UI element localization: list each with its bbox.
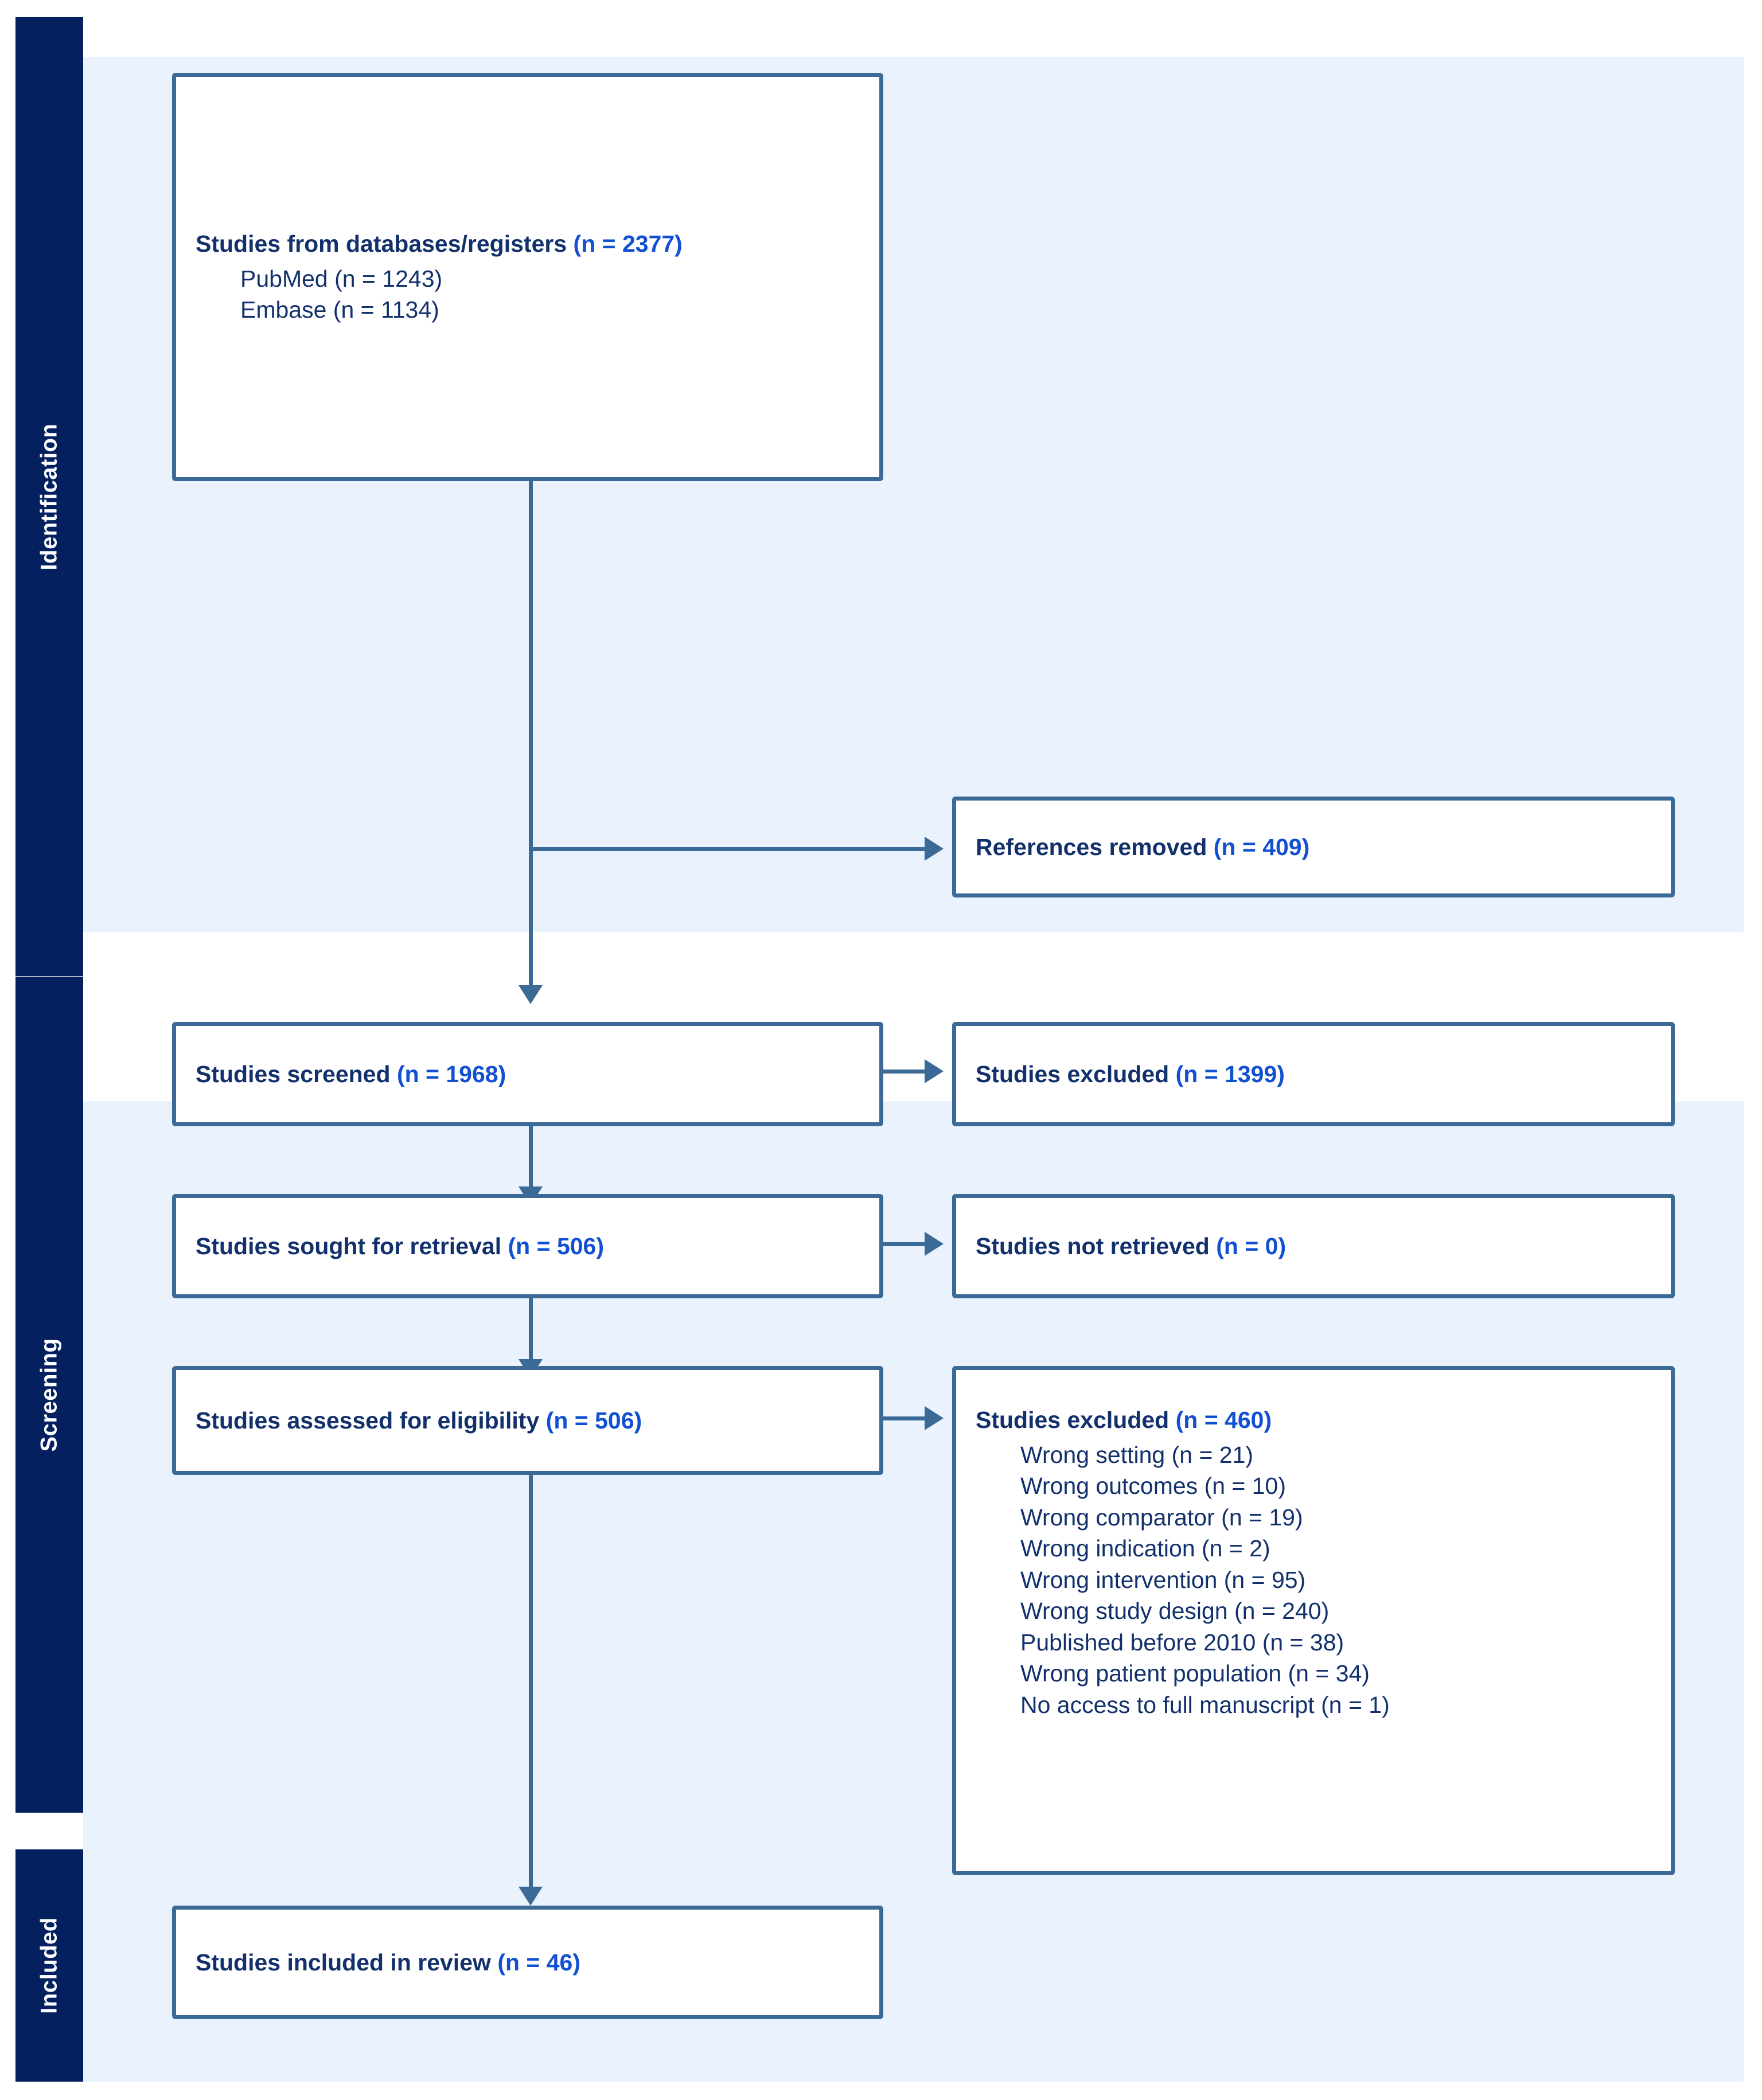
reason-published-before-2010: Published before 2010 (n = 38) (1020, 1629, 1344, 1656)
arrowhead-to-references-removed (925, 837, 944, 861)
arrowhead-to-studies-screened (519, 985, 543, 1004)
studies-screened-title: Studies screened (n = 1968) (196, 1059, 860, 1090)
references-removed-count: (n = 409) (1213, 833, 1310, 860)
sidebar-stage-screening: Screening (15, 977, 83, 1813)
reason-wrong-setting: Wrong setting (n = 21) (1020, 1441, 1254, 1468)
studies-excluded-screening-label: Studies excluded (976, 1060, 1170, 1087)
box-studies-sought[interactable]: Studies sought for retrieval (n = 506) (172, 1194, 883, 1298)
studies-included-count: (n = 46) (497, 1949, 580, 1976)
box-studies-excluded-screening[interactable]: Studies excluded (n = 1399) (952, 1022, 1675, 1126)
reason-wrong-intervention: Wrong intervention (n = 95) (1020, 1566, 1306, 1593)
studies-not-retrieved-label: Studies not retrieved (976, 1232, 1210, 1259)
box-studies-not-retrieved[interactable]: Studies not retrieved (n = 0) (952, 1194, 1675, 1298)
sidebar-label-screening: Screening (36, 1338, 62, 1451)
references-removed-title: References removed (n = 409) (976, 832, 1651, 863)
studies-included-title: Studies included in review (n = 46) (196, 1947, 860, 1978)
box-studies-excluded-eligibility[interactable]: Studies excluded (n = 460) Wrong setting… (952, 1366, 1675, 1875)
connector-assessed-to-excluded (883, 1416, 925, 1420)
source-pubmed: PubMed (n = 1243) (240, 265, 443, 292)
source-embase: Embase (n = 1134) (240, 296, 439, 323)
studies-excluded-eligibility-title: Studies excluded (n = 460) (976, 1404, 1651, 1436)
studies-excluded-screening-title: Studies excluded (n = 1399) (976, 1059, 1651, 1090)
studies-excluded-screening-count: (n = 1399) (1175, 1060, 1285, 1087)
box-records-identified[interactable]: Studies from databases/registers (n = 23… (172, 73, 883, 481)
studies-sought-title: Studies sought for retrieval (n = 506) (196, 1231, 860, 1262)
studies-not-retrieved-count: (n = 0) (1216, 1232, 1287, 1259)
sidebar-stage-identification: Identification (15, 17, 83, 976)
studies-assessed-count: (n = 506) (545, 1407, 642, 1434)
arrowhead-sought-to-not-retrieved (925, 1232, 944, 1256)
connector-assessed-to-included (529, 1474, 533, 1887)
connector-identified-trunk (529, 481, 533, 985)
connector-to-references-removed (529, 847, 925, 851)
references-removed-label: References removed (976, 833, 1207, 860)
studies-not-retrieved-title: Studies not retrieved (n = 0) (976, 1231, 1651, 1262)
reason-wrong-outcomes: Wrong outcomes (n = 10) (1020, 1473, 1286, 1500)
box-references-removed[interactable]: References removed (n = 409) (952, 797, 1675, 897)
records-identified-title: Studies from databases/registers (n = 23… (196, 228, 860, 260)
arrowhead-screened-to-excluded (925, 1059, 944, 1083)
studies-excluded-reason-list: Wrong setting (n = 21) Wrong outcomes (n… (976, 1439, 1651, 1721)
arrowhead-to-studies-included (519, 1887, 543, 1906)
studies-sought-count: (n = 506) (508, 1232, 604, 1259)
connector-sought-to-not-retrieved (883, 1242, 925, 1246)
records-identified-sources: PubMed (n = 1243) Embase (n = 1134) (196, 263, 860, 326)
studies-assessed-label: Studies assessed for eligibility (196, 1407, 540, 1434)
box-studies-assessed[interactable]: Studies assessed for eligibility (n = 50… (172, 1366, 883, 1475)
sidebar-stage-included: Included (15, 1849, 83, 2082)
studies-excluded-eligibility-label: Studies excluded (976, 1407, 1170, 1433)
connector-screened-to-excluded (883, 1069, 925, 1074)
reason-no-access-full-manuscript: No access to full manuscript (n = 1) (1020, 1691, 1390, 1718)
connector-sought-to-assessed (529, 1297, 533, 1359)
sidebar-label-identification: Identification (36, 423, 62, 570)
reason-wrong-study-design: Wrong study design (n = 240) (1020, 1598, 1330, 1625)
records-identified-count: (n = 2377) (573, 231, 683, 257)
reason-wrong-indication: Wrong indication (n = 2) (1020, 1535, 1270, 1562)
studies-screened-count: (n = 1968) (396, 1060, 506, 1087)
reason-wrong-patient-population: Wrong patient population (n = 34) (1020, 1660, 1370, 1687)
studies-screened-label: Studies screened (196, 1060, 391, 1087)
sidebar-label-included: Included (36, 1917, 62, 2014)
arrowhead-assessed-to-excluded (925, 1406, 944, 1430)
studies-excluded-eligibility-count: (n = 460) (1175, 1407, 1272, 1433)
box-studies-screened[interactable]: Studies screened (n = 1968) (172, 1022, 883, 1126)
studies-included-label: Studies included in review (196, 1949, 491, 1976)
connector-screened-to-sought (529, 1126, 533, 1186)
box-studies-included[interactable]: Studies included in review (n = 46) (172, 1906, 883, 2019)
studies-sought-label: Studies sought for retrieval (196, 1232, 502, 1259)
records-identified-label: Studies from databases/registers (196, 231, 567, 257)
reason-wrong-comparator: Wrong comparator (n = 19) (1020, 1504, 1303, 1531)
studies-assessed-title: Studies assessed for eligibility (n = 50… (196, 1405, 860, 1437)
